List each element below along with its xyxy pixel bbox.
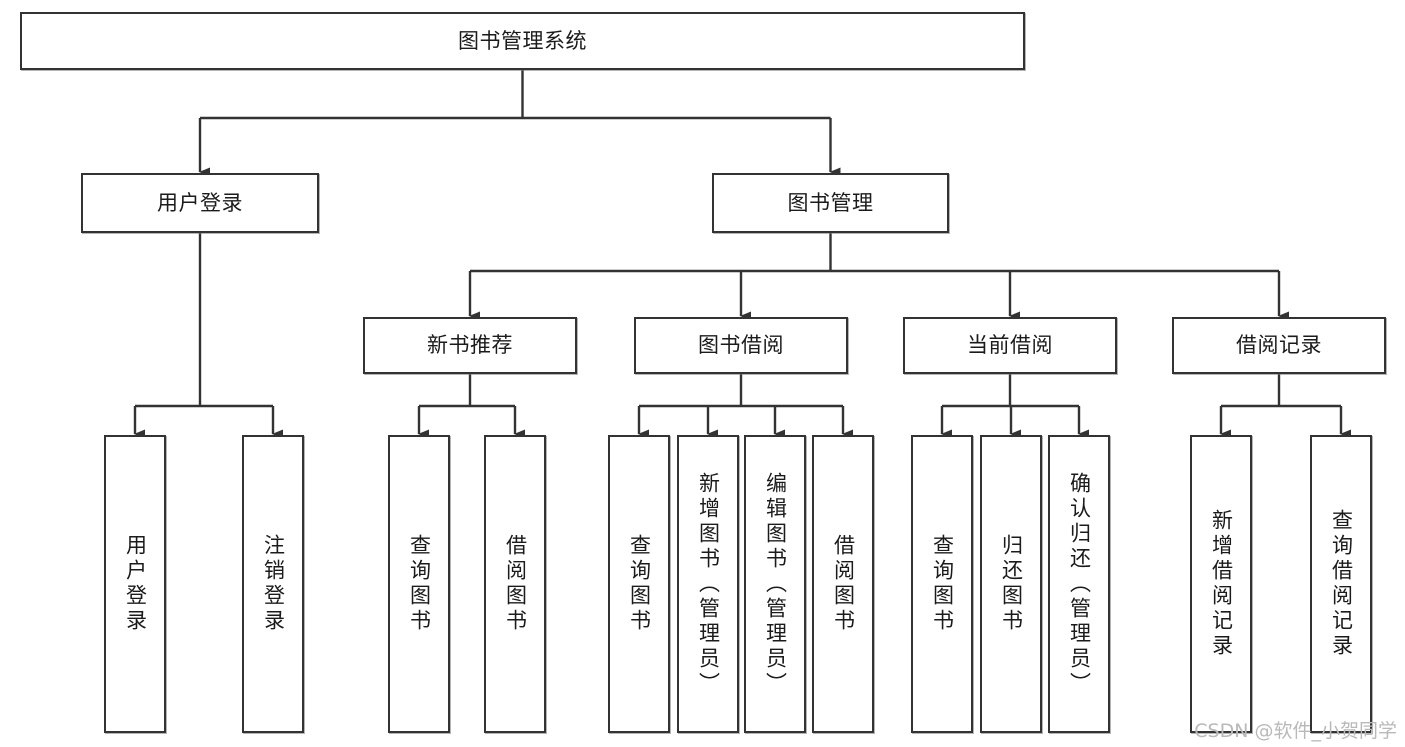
node-new-book-recommend[interactable]: 新书推荐 — [363, 317, 577, 374]
node-leaf-query-book-2[interactable]: 查询图书 — [608, 435, 670, 733]
node-leaf-query-record[interactable]: 查询借阅记录 — [1310, 435, 1372, 733]
node-book-borrow[interactable]: 图书借阅 — [634, 317, 848, 374]
watermark-label: CSDN @软件_小贺同学 — [1194, 720, 1397, 742]
node-label-book-borrow: 图书借阅 — [698, 333, 784, 358]
node-borrow-record[interactable]: 借阅记录 — [1172, 317, 1386, 374]
node-label-book-manage: 图书管理 — [787, 190, 874, 215]
node-label-leaf-query-book-1: 查询图书 — [407, 534, 432, 634]
node-label-leaf-query-record: 查询借阅记录 — [1329, 509, 1354, 659]
node-label-current-borrow: 当前借阅 — [967, 333, 1053, 358]
node-leaf-confirm-return[interactable]: 确认归还（管理员） — [1048, 435, 1110, 733]
node-label-leaf-return-book: 归还图书 — [999, 534, 1024, 634]
node-label-leaf-query-book-2: 查询图书 — [627, 534, 652, 634]
node-leaf-logout[interactable]: 注销登录 — [242, 435, 304, 733]
connector-lines — [133, 70, 1351, 439]
node-leaf-query-book-3[interactable]: 查询图书 — [911, 435, 973, 733]
node-label-leaf-add-book: 新增图书（管理员） — [696, 471, 721, 697]
node-label-root: 图书管理系统 — [458, 28, 587, 53]
node-current-borrow[interactable]: 当前借阅 — [903, 317, 1117, 374]
node-user-login[interactable]: 用户登录 — [81, 173, 319, 233]
node-label-leaf-edit-book: 编辑图书（管理员） — [763, 471, 788, 697]
node-label-leaf-borrow-book-1: 借阅图书 — [503, 534, 528, 634]
node-book-manage[interactable]: 图书管理 — [712, 173, 949, 233]
node-leaf-edit-book[interactable]: 编辑图书（管理员） — [744, 435, 806, 733]
node-leaf-query-book-1[interactable]: 查询图书 — [388, 435, 450, 733]
node-leaf-return-book[interactable]: 归还图书 — [980, 435, 1042, 733]
node-root[interactable]: 图书管理系统 — [20, 12, 1025, 70]
node-label-user-login: 用户登录 — [157, 190, 243, 215]
node-label-leaf-confirm-return: 确认归还（管理员） — [1067, 471, 1092, 697]
node-label-leaf-user-login: 用户登录 — [123, 534, 148, 634]
node-leaf-user-login[interactable]: 用户登录 — [104, 435, 166, 733]
node-leaf-add-book[interactable]: 新增图书（管理员） — [677, 435, 739, 733]
node-label-borrow-record: 借阅记录 — [1236, 333, 1322, 358]
node-leaf-add-record[interactable]: 新增借阅记录 — [1190, 435, 1252, 733]
node-label-leaf-logout: 注销登录 — [261, 534, 286, 634]
node-label-leaf-add-record: 新增借阅记录 — [1209, 509, 1234, 659]
node-leaf-borrow-book-1[interactable]: 借阅图书 — [484, 435, 546, 733]
node-leaf-borrow-book-2[interactable]: 借阅图书 — [812, 435, 874, 733]
node-label-leaf-borrow-book-2: 借阅图书 — [831, 534, 856, 634]
node-label-new-book-recommend: 新书推荐 — [427, 333, 513, 358]
node-label-leaf-query-book-3: 查询图书 — [930, 534, 955, 634]
